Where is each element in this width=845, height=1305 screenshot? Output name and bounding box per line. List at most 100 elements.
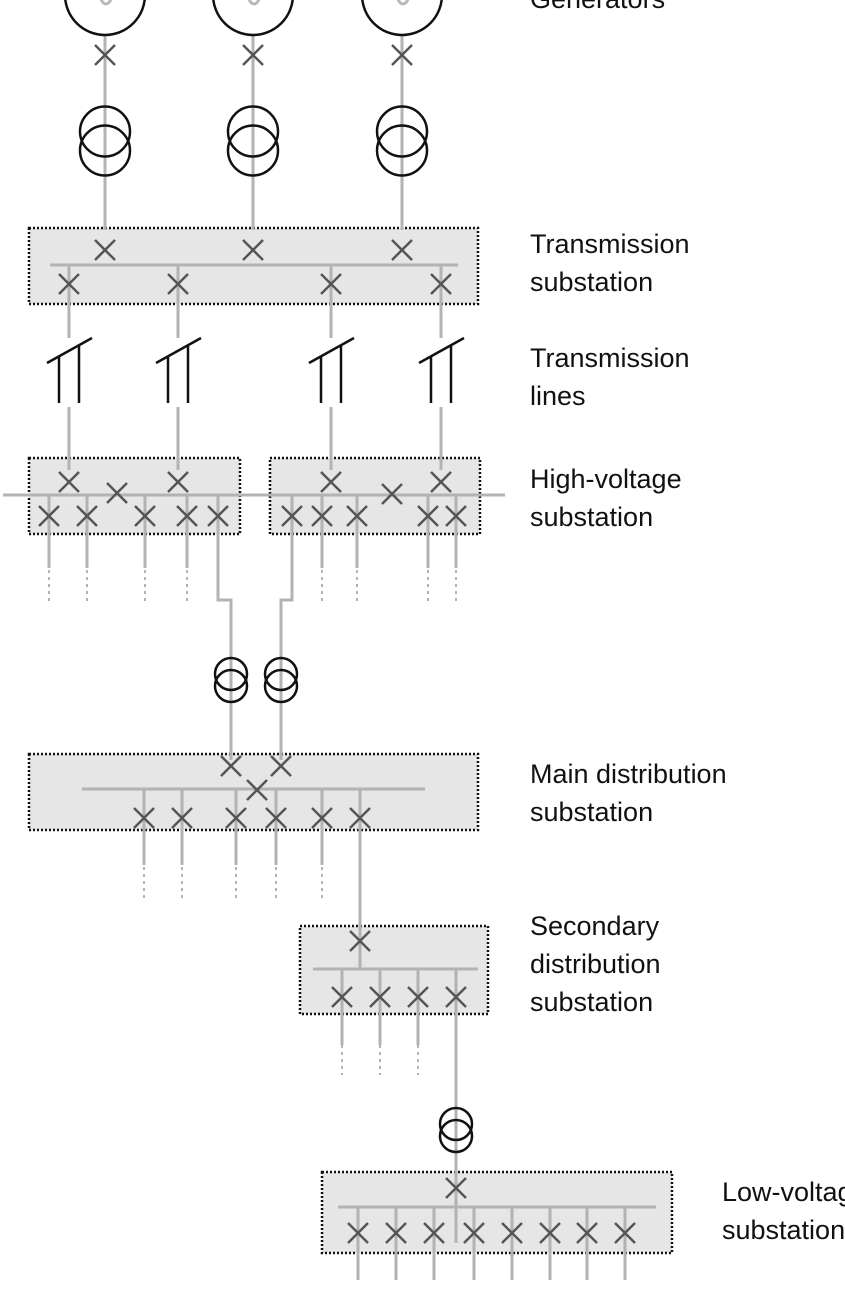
circuit-breaker-icon	[417, 505, 439, 527]
transformer-winding	[375, 105, 429, 158]
generator-icon	[212, 0, 294, 37]
label-secondary-distribution-substation: Secondary distribution substation	[530, 907, 661, 1021]
breaker-stroke	[417, 505, 439, 527]
circuit-breaker-icon	[576, 1222, 598, 1244]
circuit-breaker-icon	[311, 505, 333, 527]
label-main-distribution-substation: Main distribution substation	[530, 755, 727, 831]
circuit-breaker-icon	[381, 483, 403, 505]
breaker-stroke	[385, 1222, 407, 1244]
circuit-breaker-icon	[501, 1222, 523, 1244]
circuit-breaker-icon	[58, 273, 80, 295]
transformer-winding	[263, 656, 299, 692]
connection-lines	[3, 35, 656, 1280]
tower-crossarm	[418, 336, 465, 365]
transformer-icon	[263, 656, 299, 704]
tower-crossarm	[308, 336, 355, 365]
circuit-breaker-icon	[347, 1222, 369, 1244]
label-generators: Generators	[530, 0, 665, 18]
circuit-breaker-icon	[463, 1222, 485, 1244]
wire	[279, 568, 294, 760]
breaker-stroke	[614, 1222, 636, 1244]
breaker-stroke	[539, 1222, 561, 1244]
breaker-stroke	[133, 807, 155, 829]
circuit-breaker-icon	[349, 930, 371, 952]
breaker-stroke	[207, 505, 229, 527]
breaker-stroke	[430, 273, 452, 295]
breaker-stroke	[94, 44, 116, 66]
breaker-stroke	[270, 755, 292, 777]
low-voltage-substation-box	[320, 1170, 674, 1255]
sine-wave-icon	[247, 0, 261, 6]
circuit-breaker-icon	[385, 1222, 407, 1244]
label-transmission-lines: Transmission lines	[530, 339, 690, 415]
circuit-breaker-icon	[430, 273, 452, 295]
transformer-winding	[375, 124, 429, 177]
circuit-breaker-icon	[445, 986, 467, 1008]
transformer-winding	[263, 668, 299, 704]
circuit-breaker-icon	[176, 505, 198, 527]
circuit-breaker-icon	[391, 44, 413, 66]
breaker-stroke	[347, 1222, 369, 1244]
breaker-stroke	[58, 471, 80, 493]
circuit-breaker-icon	[220, 755, 242, 777]
breaker-stroke	[246, 779, 268, 801]
transmission-tower-icon	[155, 336, 202, 403]
transmission-tower-icon	[418, 336, 465, 403]
breaker-stroke	[58, 273, 80, 295]
circuit-breaker-icon	[369, 986, 391, 1008]
breaker-stroke	[320, 273, 342, 295]
transformer-winding	[438, 1106, 474, 1142]
breaker-stroke	[391, 44, 413, 66]
label-line: Transmission	[530, 343, 690, 373]
circuit-breaker-icon	[614, 1222, 636, 1244]
breaker-stroke	[331, 986, 353, 1008]
transformer-icon	[226, 105, 280, 177]
transformer-icon	[438, 1106, 474, 1154]
breaker-stroke	[349, 930, 371, 952]
wire	[216, 568, 233, 760]
circuit-breaker-icon	[281, 505, 303, 527]
breaker-stroke	[445, 986, 467, 1008]
generator-body	[212, 0, 294, 37]
breaker-stroke	[463, 1222, 485, 1244]
breaker-stroke	[176, 505, 198, 527]
breaker-stroke	[76, 505, 98, 527]
circuit-breaker-icon	[167, 471, 189, 493]
label-transmission-substation: Transmission substation	[530, 225, 690, 301]
breaker-stroke	[391, 239, 413, 261]
breaker-stroke	[445, 505, 467, 527]
transformer-winding	[226, 124, 280, 177]
breaker-stroke	[311, 807, 333, 829]
label-line: distribution	[530, 949, 661, 979]
label-line: substation	[530, 502, 654, 532]
circuit-breaker-icon	[246, 779, 268, 801]
circuit-breaker-icon	[134, 505, 156, 527]
transformer-icon	[78, 105, 132, 177]
breaker-stroke	[407, 986, 429, 1008]
circuit-breaker-icon	[391, 239, 413, 261]
label-line: substation	[530, 987, 654, 1017]
circuit-breaker-icon	[167, 273, 189, 295]
transformer-winding	[213, 668, 249, 704]
sine-wave-icon	[396, 0, 410, 6]
tower-crossarm	[155, 336, 202, 365]
breaker-stroke	[167, 273, 189, 295]
label-line: lines	[530, 381, 586, 411]
circuit-breaker-icon	[171, 807, 193, 829]
circuit-breaker-icon	[38, 505, 60, 527]
transformer-winding	[226, 105, 280, 158]
breaker-stroke	[106, 482, 128, 504]
circuit-breaker-icon	[58, 471, 80, 493]
circuit-breaker-icon	[106, 482, 128, 504]
circuit-breaker-icon	[407, 986, 429, 1008]
circuit-breaker-icon	[207, 505, 229, 527]
circuit-breaker-icon	[346, 505, 368, 527]
generator-icon	[64, 0, 146, 37]
sine-wave-icon	[99, 0, 113, 6]
breaker-stroke	[265, 807, 287, 829]
label-line: substation	[530, 267, 654, 297]
circuit-breaker-icon	[225, 807, 247, 829]
circuit-breaker-icon	[320, 471, 342, 493]
breaker-stroke	[381, 483, 403, 505]
